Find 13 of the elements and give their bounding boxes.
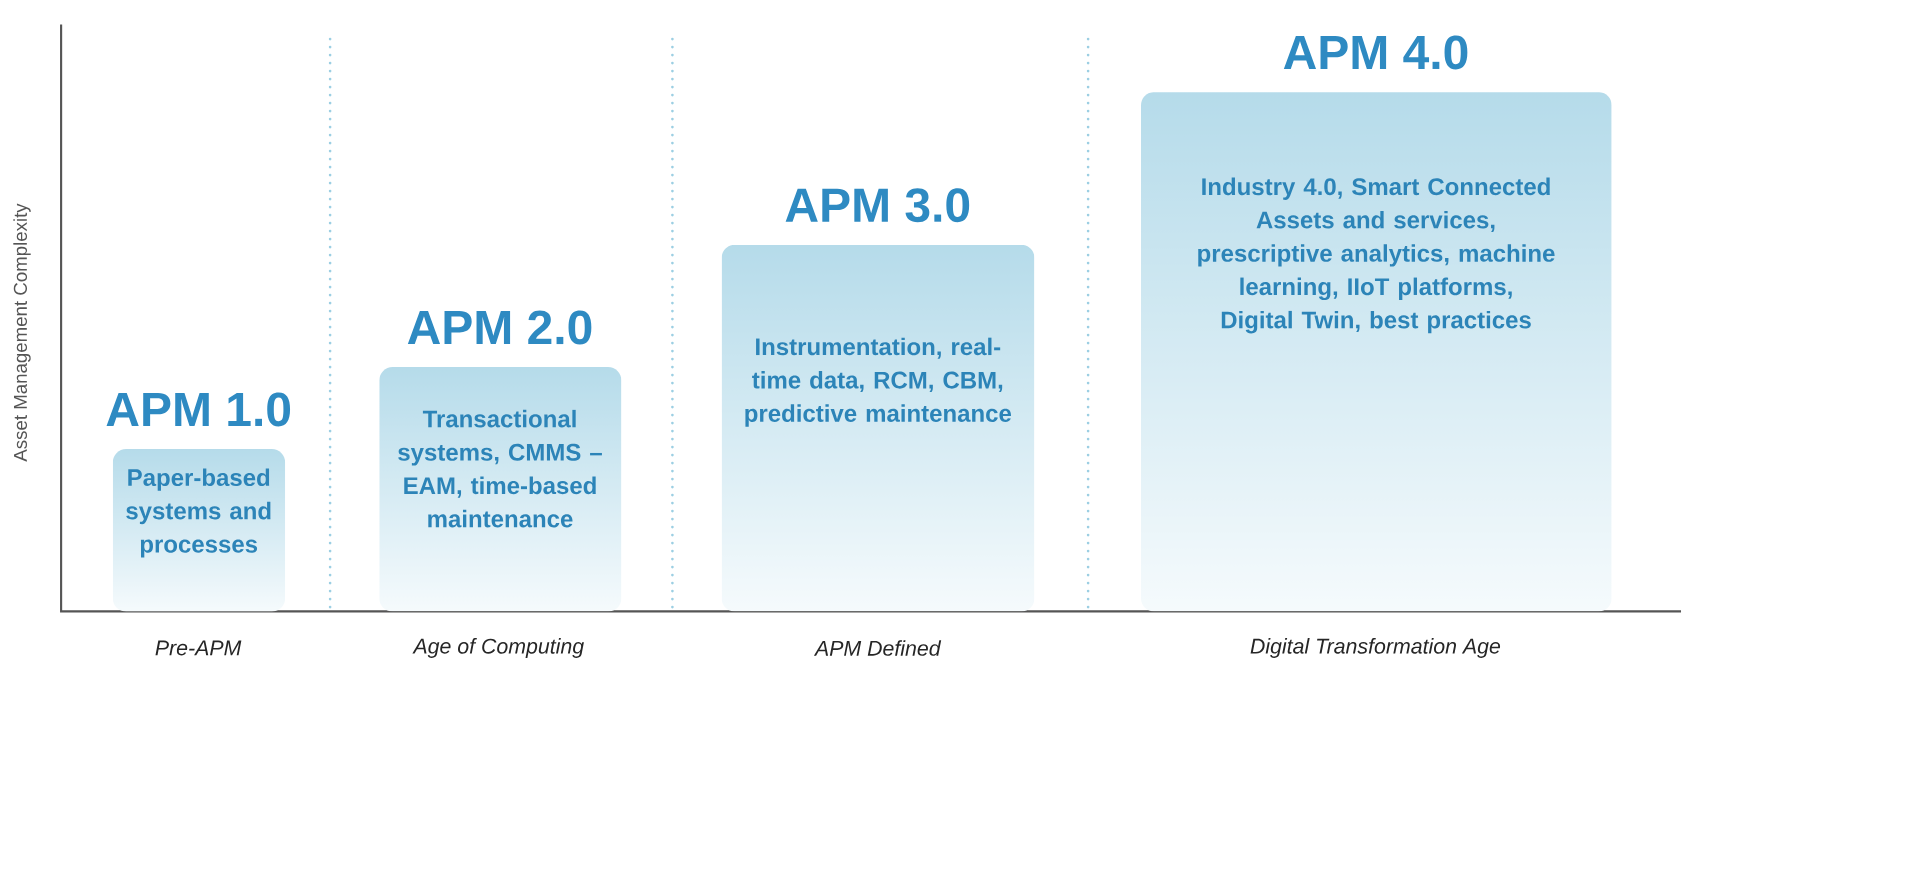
era-label: Age of Computing <box>412 638 584 658</box>
stage-description: Transactional systems, CMMS – EAM, time-based maintenance <box>398 409 602 528</box>
era-label: Pre-APM <box>155 640 242 656</box>
stage-heading: APM 2.0 <box>407 310 592 345</box>
stage-heading: APM 1.0 <box>106 392 291 427</box>
stage-heading: APM 4.0 <box>1283 35 1468 70</box>
stage-heading: APM 3.0 <box>785 188 970 223</box>
stage-description: Industry 4.0, Smart Connected Assets and services, prescriptive analytics, machine learning, IIoT platforms, Digital Twin, best practices <box>1198 177 1555 334</box>
stage-description: Instrumentation, real-time data, RCM, CBM, predictive maintenance <box>745 337 1011 427</box>
stage-description: Paper-based systems and processes <box>126 468 271 558</box>
era-label: Digital Transformation Age <box>1250 638 1501 658</box>
era-label: APM Defined <box>813 640 942 656</box>
axis-title: Asset Management Complexity <box>13 203 31 462</box>
